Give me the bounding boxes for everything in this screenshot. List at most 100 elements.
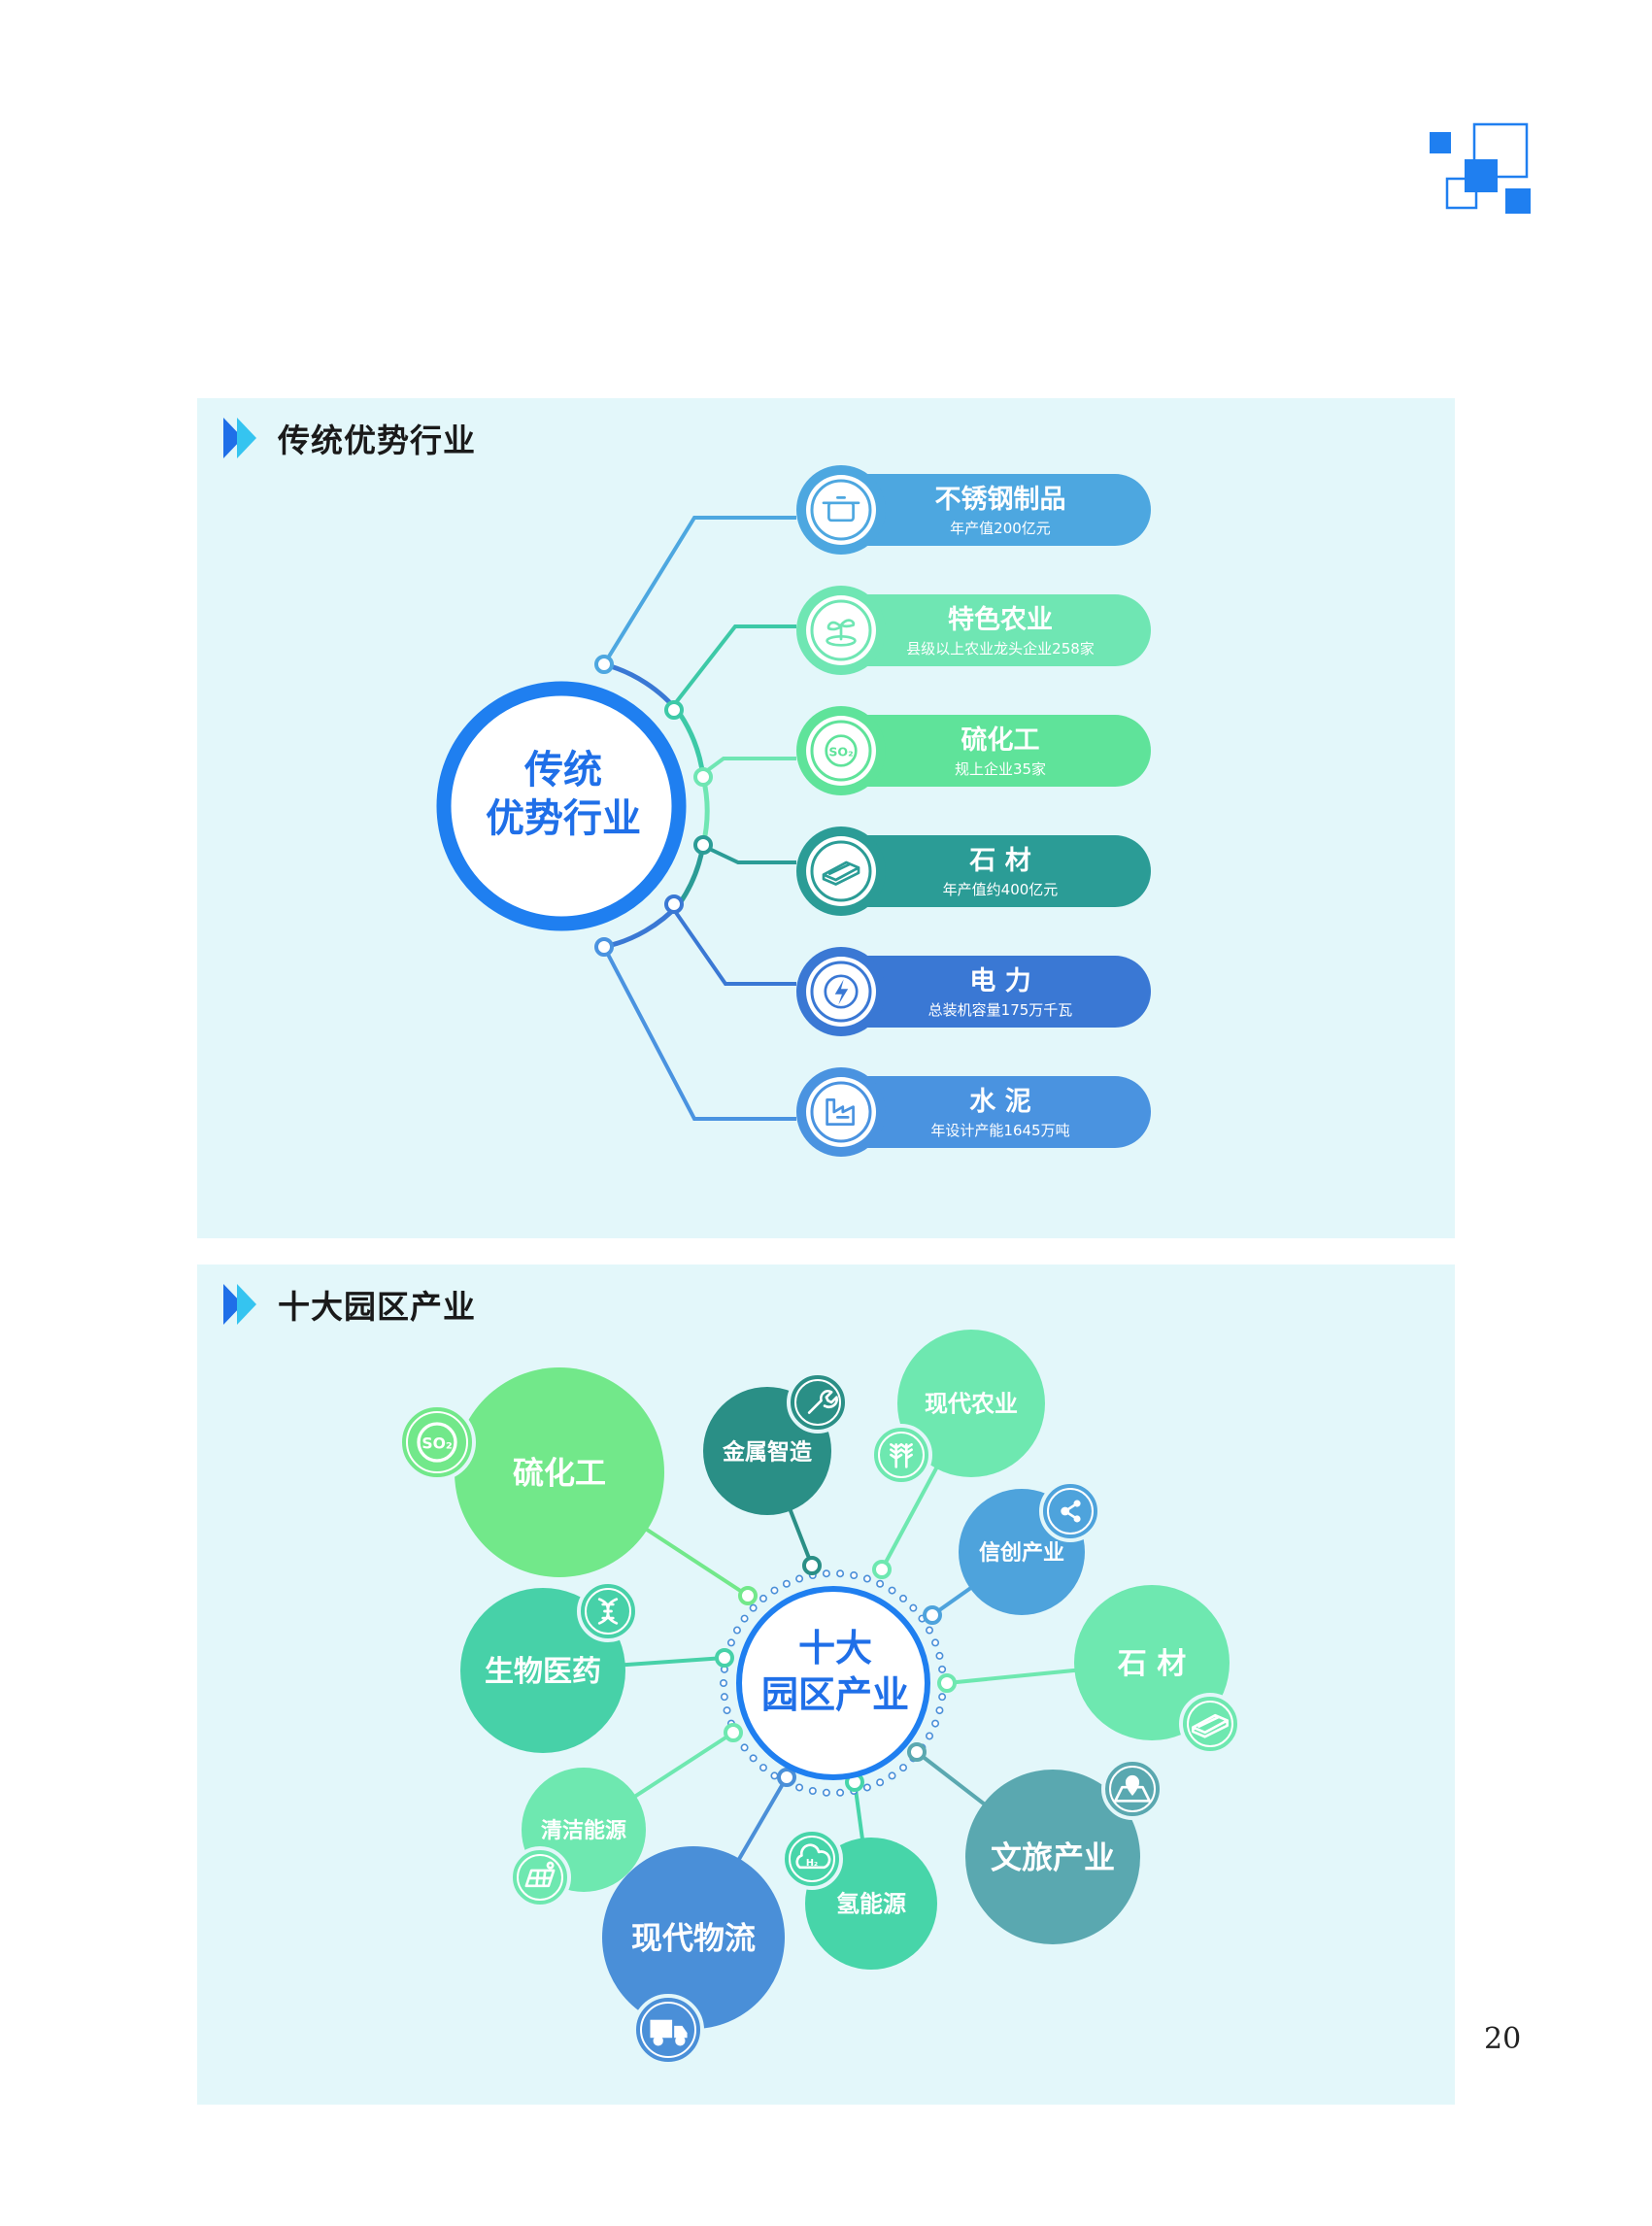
connector-node [872,1560,892,1579]
double-chevron-icon [221,416,266,460]
so2-icon: SO₂ [417,1422,457,1463]
icon-ring [810,720,872,782]
bubble-circle [602,1846,785,2029]
connector-node [923,1605,942,1625]
ring-dot [850,1571,859,1580]
ring-dot [836,1569,845,1578]
industry-name: 硫化工 [961,725,1040,756]
ring-dot [723,1706,731,1715]
ring-dot [876,1579,885,1588]
industry-pill [806,474,1151,546]
icon-inner-circle [806,836,876,906]
connector-node [802,1556,822,1575]
section2-title: 十大园区产业 [278,1288,476,1326]
wheat-icon [890,1443,913,1468]
map-icon [1114,1774,1151,1803]
ring-dot [938,1665,947,1673]
connector-node [724,1723,743,1742]
industry-bubble: 生物医药 [460,1580,639,1753]
icon-inner-circle [806,1077,876,1147]
icon-ring [810,1081,872,1143]
sprout-icon [826,619,857,647]
industry-bubble: 石 材 [1074,1585,1241,1755]
stone-slab-icon [822,860,860,886]
solar-panel-icon [524,1861,556,1888]
page-number: 20 [1484,2022,1522,2056]
ring-dot [888,1586,896,1595]
ring-dot [931,1638,940,1647]
industry-name: 特色农业 [948,604,1053,635]
dna-icon [597,1598,619,1625]
icon-badge-ring [789,1836,835,1882]
icon-ring [810,840,872,902]
icon-badge-ring [1187,1701,1233,1747]
icon-ring [810,479,872,541]
ring-dot [740,1614,749,1623]
industry-pill [806,835,1151,907]
bubble-label: 文旅产业 [991,1839,1115,1876]
ring-dot [862,1574,871,1583]
industry-bubble: 清洁能源 [509,1768,646,1908]
icon-badge-ring [406,1411,468,1473]
industry-bubble: 金属智造 [703,1371,849,1515]
ring-dot [899,1764,908,1772]
svg-text:SO₂: SO₂ [421,1434,452,1453]
center-label-line2: 园区产业 [761,1673,909,1716]
double-chevron-icon [221,1282,266,1327]
ring-dot [876,1778,885,1787]
ring-dot [926,1626,934,1635]
icon-badge-ring [1109,1766,1156,1812]
icon-badge [1039,1480,1101,1542]
bubble-label: 氢能源 [836,1891,906,1918]
industry-desc: 县级以上农业龙头企业258家 [906,640,1095,658]
icon-inner-circle [806,716,876,786]
bubble-label: 生物医药 [485,1655,601,1689]
icon-badge-ring [517,1854,563,1901]
bubble-label: 清洁能源 [541,1818,626,1843]
svg-text:SO₂: SO₂ [828,744,853,759]
connector-node [907,1742,927,1762]
bubble-label: 石 材 [1117,1647,1186,1681]
center-label-line1: 十大 [798,1627,872,1670]
ring-dot [795,1783,804,1792]
ring-dot [720,1693,728,1702]
ring-dot [926,1732,934,1740]
industry-bubble: 现代农业 [870,1330,1045,1486]
hydrogen-cloud-icon: H₂ [795,1843,831,1870]
icon-badge [398,1403,476,1481]
ring-dot [931,1719,940,1728]
connector-node [715,1648,734,1668]
ring-dot [938,1693,947,1702]
pot-icon [822,496,860,523]
industry-name: 石 材 [968,846,1030,876]
industry-desc: 总装机容量175万千瓦 [928,1001,1073,1019]
industry-desc: 年产值200亿元 [950,520,1051,537]
industry-pill [806,594,1151,666]
industry-desc: 年设计产能1645万吨 [930,1122,1069,1139]
bubble-circle [897,1330,1045,1477]
ring-dot [770,1771,779,1780]
ring-dot [888,1771,896,1780]
industry-desc: 规上企业35家 [955,760,1046,778]
ring-dot [822,1788,830,1797]
truck-icon [650,2019,688,2046]
industry-name: 电 力 [969,966,1030,996]
ring-dot [749,1603,758,1612]
ring-dot [808,1786,817,1795]
industry-pill [806,1076,1151,1148]
bubble-circle [965,1770,1140,1944]
corner-logo [1430,122,1531,214]
ring-dot [732,1626,741,1635]
ring-dot [935,1651,944,1660]
icon-badge-ring [640,2002,696,2058]
industry-desc: 年产值约400亿元 [943,881,1059,898]
